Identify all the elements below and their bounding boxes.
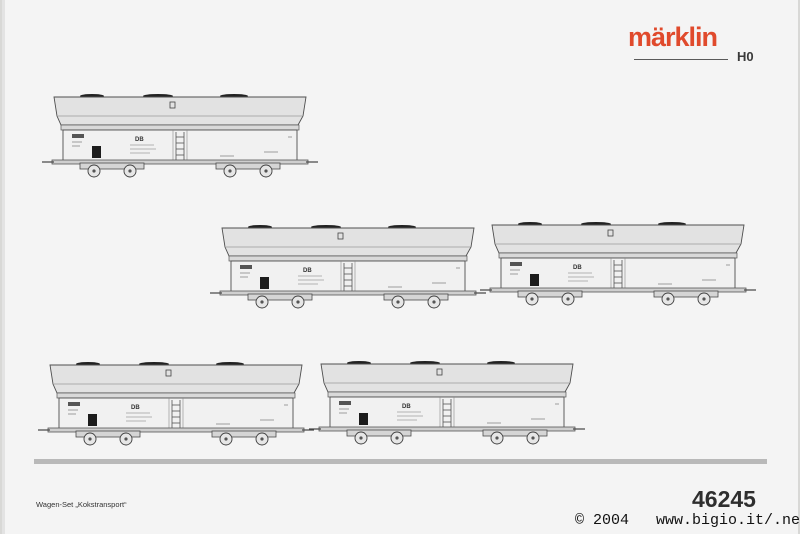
copyright-text: © 2004 xyxy=(575,512,630,529)
photo-credit: © 2004 www.bigio.it/.net xyxy=(575,511,800,531)
brand-mark: märklin H0 xyxy=(628,18,758,66)
grey-band xyxy=(34,459,767,464)
brand-rule xyxy=(634,59,728,60)
scale-label: H0 xyxy=(737,49,754,64)
article-number: 46245 xyxy=(692,486,756,512)
set-name: Wagen-Set „Kokstransport“ xyxy=(36,500,127,509)
website-text: www.bigio.it/.net xyxy=(656,512,800,529)
brand-logo: märklin xyxy=(628,22,718,52)
